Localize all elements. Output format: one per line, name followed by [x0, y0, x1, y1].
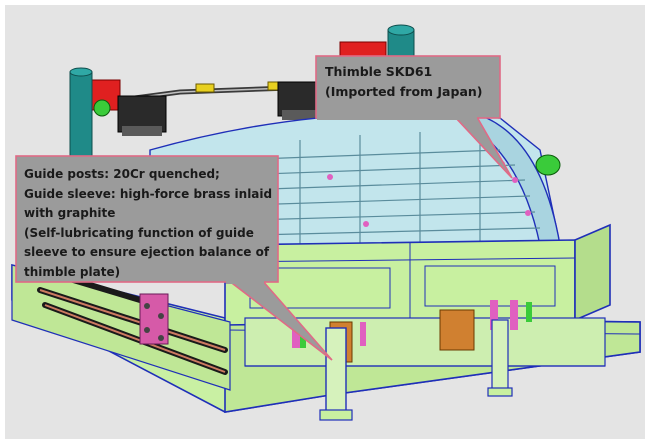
- callout-thimble-line-1: Thimble SKD61: [325, 64, 433, 79]
- callout-guide-text: Guide posts: 20Cr quenched; Guide sleeve…: [24, 165, 272, 282]
- callout-thimble-line-2: (Imported from Japan): [325, 83, 483, 99]
- callout-guide-line-6: thimble plate): [24, 264, 121, 279]
- mold-body: [224, 223, 611, 326]
- callout-guide-line-4: (Self-lubricating function of guide: [24, 225, 254, 240]
- callout-guide-line-2: Guide sleeve: high-force brass inlaid: [24, 186, 273, 201]
- guide-post: [319, 319, 513, 421]
- callout-guide-line-3: with graphite: [24, 206, 116, 220]
- callout-thimble: [315, 55, 513, 179]
- callout-guide-line-1: Guide posts: 20Cr quenched;: [24, 167, 220, 181]
- ejector-section: [244, 300, 606, 367]
- callout-guide-line-5: sleeve to ensure ejection balance of: [24, 245, 270, 259]
- callout-thimble-text: Thimble SKD61 (Imported from Japan): [325, 62, 483, 101]
- guide-rods: [11, 264, 231, 391]
- callout-guide: [15, 155, 333, 361]
